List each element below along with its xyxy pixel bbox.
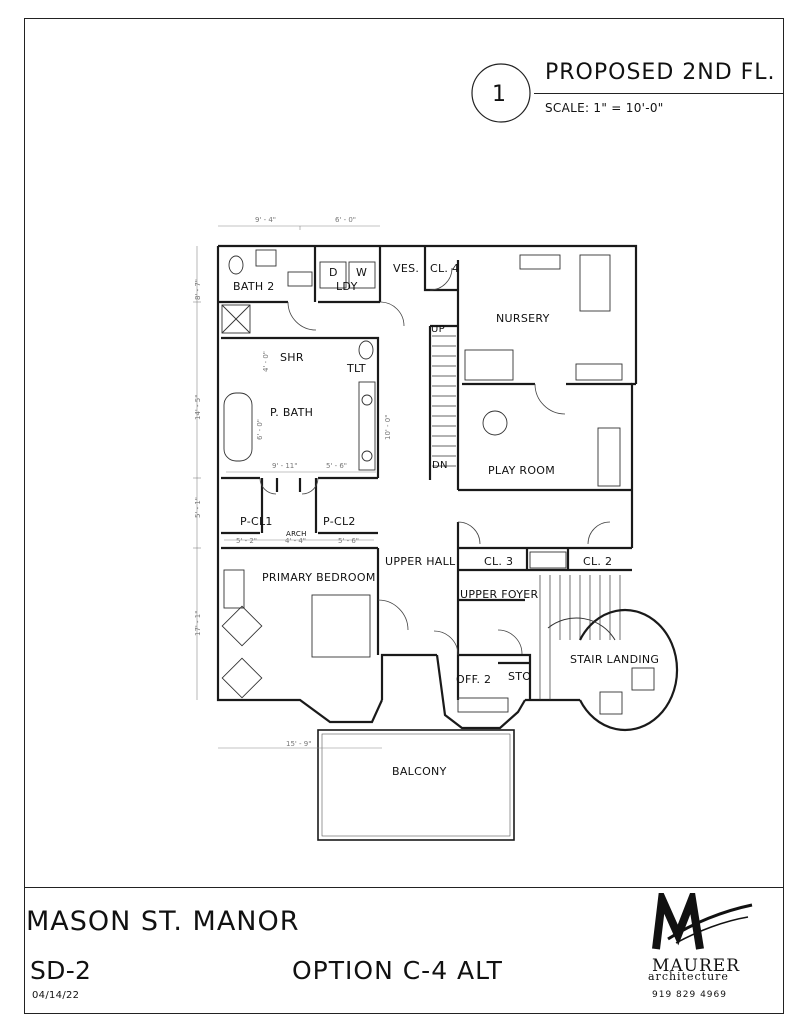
dimension-left-1: 8' - 7" <box>194 278 202 300</box>
dimension-bottom: 15' - 9" <box>286 740 312 748</box>
room-label-primary-closet-2: P-CL2 <box>323 515 356 528</box>
sheet-number: SD-2 <box>30 956 92 985</box>
dimension-tub-height: 6' - 0" <box>256 418 264 440</box>
stair-label-up: UP <box>431 324 445 335</box>
room-label-arch: ARCH <box>286 530 307 538</box>
dimension-bath-width: 9' - 11" <box>272 462 298 470</box>
room-label-balcony: BALCONY <box>392 765 447 778</box>
room-label-toilet: TLT <box>347 362 366 375</box>
room-label-closet-2: CL. 2 <box>583 555 613 568</box>
dimension-closet-2: 4' - 4" <box>285 537 307 545</box>
drawing-scale: SCALE: 1" = 10'-0" <box>545 101 664 115</box>
appliance-label-washer: W <box>356 266 368 279</box>
room-label-closet-3: CL. 3 <box>484 555 514 568</box>
firm-phone: 919 829 4969 <box>652 990 727 1000</box>
room-label-primary-bedroom: PRIMARY BEDROOM <box>262 571 376 584</box>
room-label-bath-2: BATH 2 <box>233 280 275 293</box>
dimension-left-2: 14' - 5" <box>194 394 202 420</box>
design-option: OPTION C-4 ALT <box>292 956 503 985</box>
project-name: MASON ST. MANOR <box>26 906 300 937</box>
drawing-number-circle <box>471 63 531 123</box>
dimension-top-2: 6' - 0" <box>335 216 357 224</box>
room-label-primary-bath: P. BATH <box>270 406 314 419</box>
firm-name: MAURER <box>652 956 741 976</box>
room-label-laundry: LDY <box>336 280 358 293</box>
appliance-label-dryer: D <box>329 266 338 279</box>
title-underline <box>534 93 784 94</box>
drawing-date: 04/14/22 <box>32 990 80 1001</box>
dimension-bath-height: 10' - 0" <box>384 414 392 440</box>
drawing-title: PROPOSED 2ND FL. <box>545 60 776 85</box>
dimension-bath-width-2: 5' - 6" <box>326 462 348 470</box>
room-label-office-2: OFF. 2 <box>456 673 492 686</box>
dimension-closet-3: 5' - 6" <box>338 537 360 545</box>
floor-plan <box>193 225 679 841</box>
room-label-upper-hall: UPPER HALL <box>385 555 456 568</box>
room-label-shower: SHR <box>280 351 304 364</box>
room-label-play-room: PLAY ROOM <box>488 464 556 477</box>
room-label-primary-closet-1: P-CL1 <box>240 515 273 528</box>
room-label-stair-landing: STAIR LANDING <box>570 653 660 666</box>
drawing-number: 1 <box>492 82 507 107</box>
dimension-top-1: 9' - 4" <box>255 216 277 224</box>
title-block <box>24 887 784 1014</box>
stair-label-down: DN <box>432 460 448 471</box>
firm-subtitle: architecture <box>648 970 729 983</box>
dimension-left-3: 5' - 1" <box>194 496 202 518</box>
dimension-shower-height: 4' - 0" <box>262 350 270 372</box>
firm-logo-icon <box>652 893 753 950</box>
room-label-closet-4: CL. 4 <box>430 262 460 275</box>
room-label-vestibule: VES. <box>393 262 420 275</box>
dimension-closet-1: 5' - 2" <box>236 537 258 545</box>
room-label-upper-foyer: UPPER FOYER <box>460 588 539 601</box>
room-label-storage: STO <box>508 670 532 683</box>
drawing-sheet-border <box>24 18 784 1014</box>
dimension-left-4: 17' - 1" <box>194 610 202 636</box>
room-label-nursery: NURSERY <box>496 312 550 325</box>
